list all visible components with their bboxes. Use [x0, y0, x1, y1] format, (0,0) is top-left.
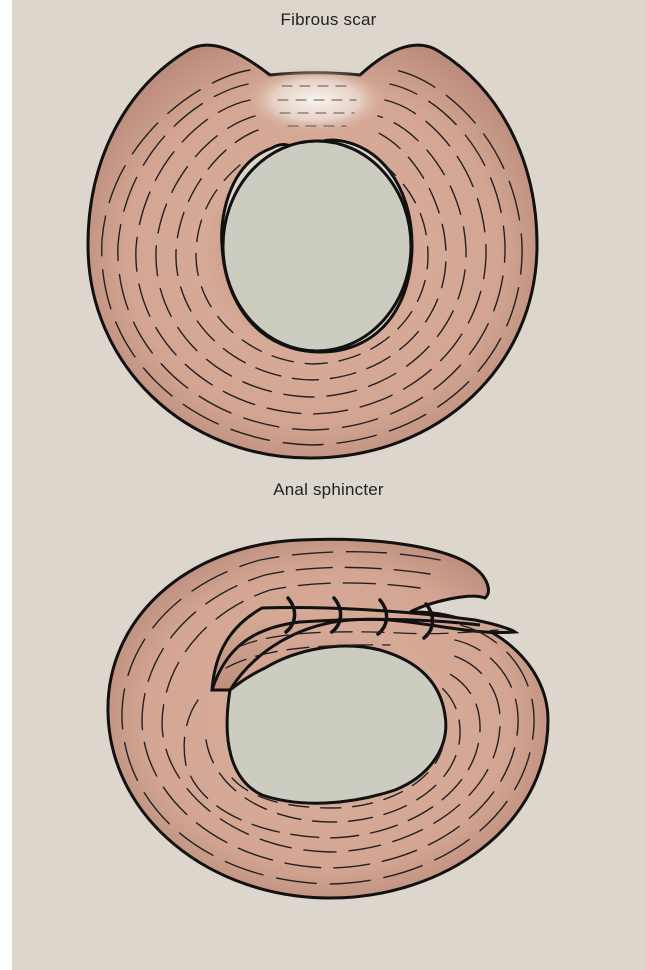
sphincter-with-fibrous-scar: [88, 45, 537, 458]
bottom-lumen: [227, 646, 446, 803]
top-lumen: [223, 141, 411, 351]
overlapping-sphincter-repair: [108, 539, 548, 898]
